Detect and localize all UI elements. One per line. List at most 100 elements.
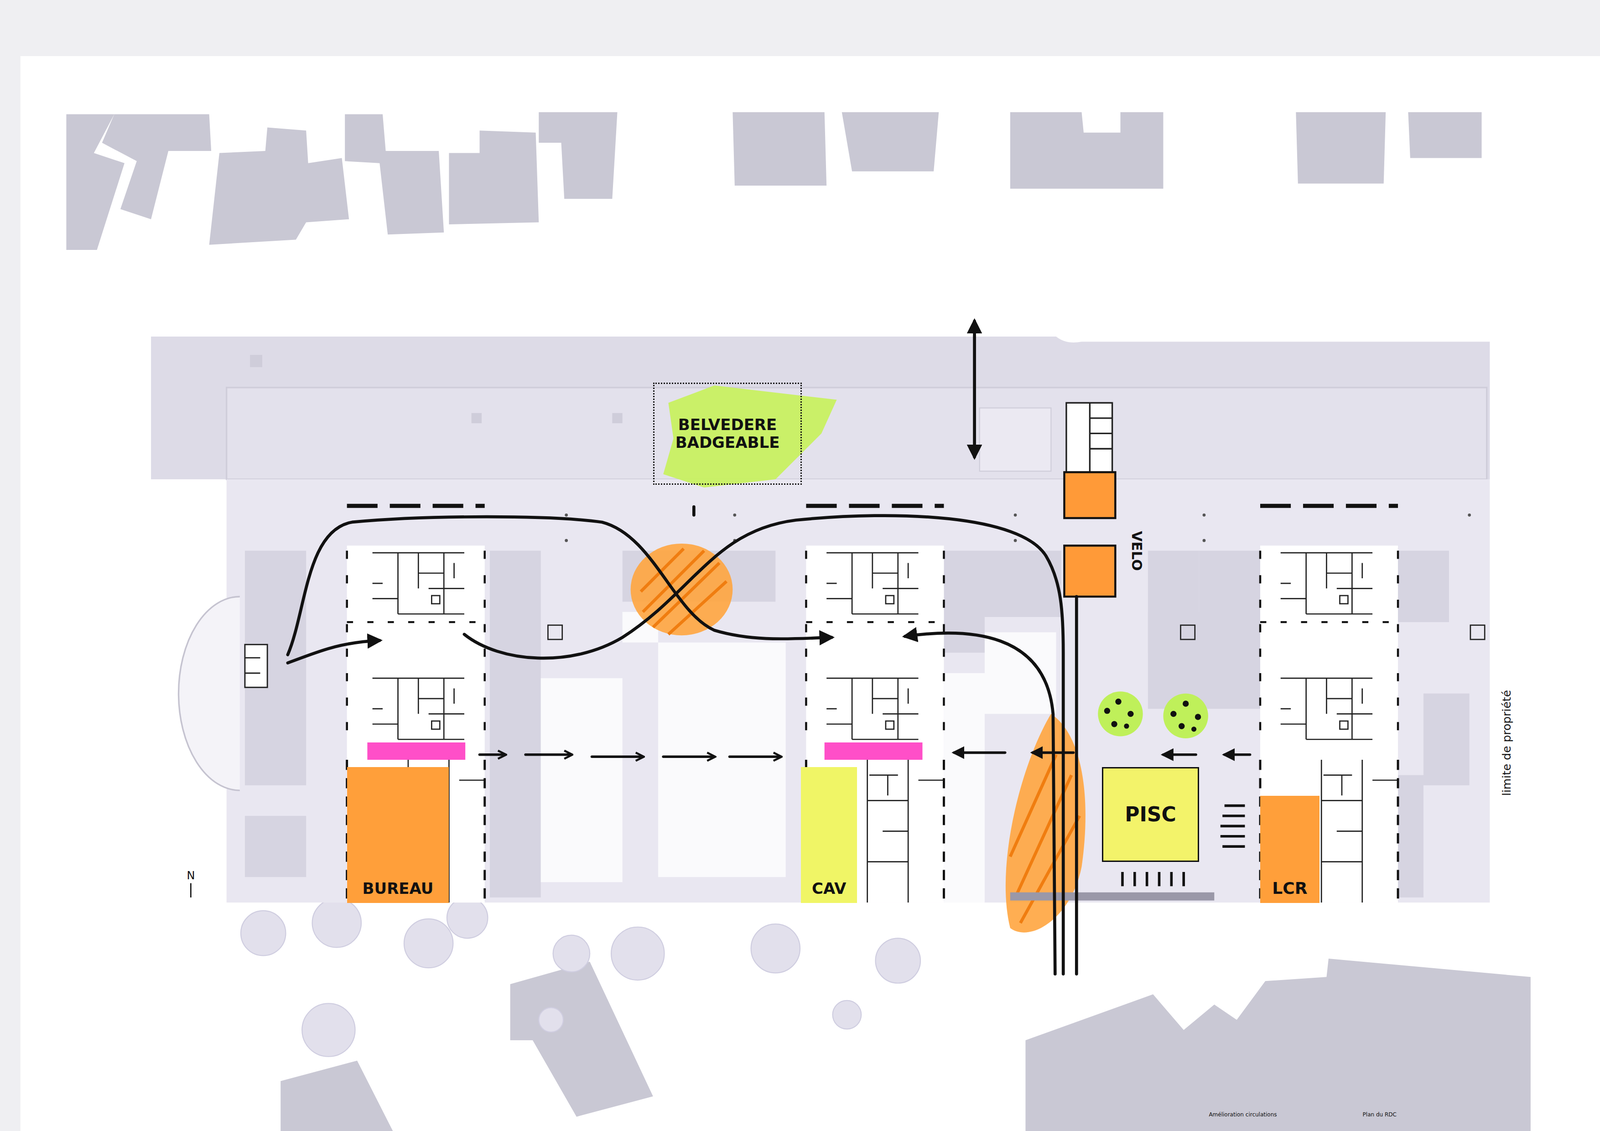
grid-dots [1013,513,1018,517]
tree-symbols [832,1000,862,1030]
magenta-bars [367,742,923,760]
tree-symbols [875,938,921,983]
planted-trees [1194,713,1201,720]
north-mark [190,883,192,898]
building-cores [347,545,485,903]
site-footprint [150,336,1490,903]
circulation-arrows [287,516,832,655]
orange-highlights [1064,472,1116,519]
built-blocks [244,550,307,786]
planted-trees [1182,700,1189,707]
circulation-arrows [972,321,977,457]
neighbour-buildings [1010,112,1164,189]
site-footprint [979,407,1052,472]
neighbour-buildings [1407,112,1482,159]
building-cores [1260,545,1398,903]
circulation-arrows [692,506,696,515]
pool-box: PISC [1101,767,1200,863]
built-blocks [1199,550,1261,623]
grid-dots [1467,513,1471,517]
paper-sheet [20,56,1600,1131]
badge-zone: BELVEDERE BADGEABLE [653,382,802,485]
entrance-lobby [244,644,268,688]
dashed-arrows [729,755,781,759]
circulation-arrows [464,515,1064,975]
zone-label: PISC [1124,803,1177,827]
built-blocks [943,550,985,654]
circulation-arrows [904,633,1055,974]
neighbour-buildings [280,1060,393,1131]
tree-symbols [538,1007,564,1033]
orange-highlights [1064,545,1116,597]
courtyards [943,673,985,903]
building-cores [1260,759,1398,903]
boundary-label: limite de propriété [1501,690,1514,796]
planted-trees [1104,698,1202,733]
orange-highlights [630,472,1116,933]
tree-symbols [301,1003,355,1057]
planted-trees [1127,711,1134,717]
cellar-zone: CAV [800,767,858,904]
zone-label: BUREAU [362,879,434,898]
courtyards [540,612,1057,903]
tree-symbols [751,924,800,973]
dashed-arrows [479,753,506,757]
tree-symbols [404,919,453,968]
site-footprint [226,387,1487,480]
building-cores [1280,678,1373,740]
zone-label: CAV [811,879,847,898]
north-label: N [186,869,195,882]
footer-note: Plan du RDC [1362,1112,1397,1119]
site-footprint [612,413,623,424]
neighbour-buildings [1295,112,1386,184]
tree-symbols [312,898,362,948]
magenta-bars [367,742,466,760]
facade-dashes [347,503,1398,509]
neighbour-buildings [841,112,940,172]
site-footprint [471,413,482,424]
grid-dots [564,513,568,517]
planted-trees [1178,723,1185,730]
pool-edge [1010,892,1215,901]
entrance-lobby [244,644,268,688]
dashed-arrows [663,755,715,759]
stair-core [1089,402,1112,480]
planted-trees [1104,707,1111,714]
neighbour-buildings [1025,958,1531,1131]
planted-trees [1123,723,1129,729]
neighbour-buildings [280,958,1531,1131]
neighbour-buildings [448,130,539,225]
planted-trees [1170,711,1177,717]
dashed-arrows [592,755,644,759]
circulation-arrows [287,640,380,663]
neighbour-buildings [344,114,444,235]
building-cores [347,550,1398,745]
courtyards [984,632,1057,714]
grid-dots [1202,513,1206,517]
built-blocks [1397,775,1424,898]
courtyards [540,678,623,883]
local-zone: LCR [1260,795,1320,904]
built-blocks [1423,693,1470,786]
tree-symbols [240,897,921,1057]
grid-dots [564,513,1471,543]
footer-note: Amélioration circulations [1208,1112,1277,1119]
building-cores [826,678,919,740]
column-squares [1180,625,1195,640]
dashed-arrows [1163,753,1196,757]
zone-label: BELVEDERE BADGEABLE [659,415,795,452]
dashed-arrows [954,751,1006,755]
neighbour-buildings [732,112,827,186]
site-footprint [226,479,1491,903]
dashed-arrows [525,753,572,757]
building-cores [1280,552,1373,614]
planted-trees [1115,698,1122,705]
neighbour-buildings [102,114,212,219]
grid-dots [732,513,737,517]
grid-dots [1013,539,1018,543]
neighbour-buildings [510,961,654,1117]
site-footprint [249,354,263,368]
dashed-arrows [1032,751,1074,755]
planted-trees [1163,693,1208,739]
